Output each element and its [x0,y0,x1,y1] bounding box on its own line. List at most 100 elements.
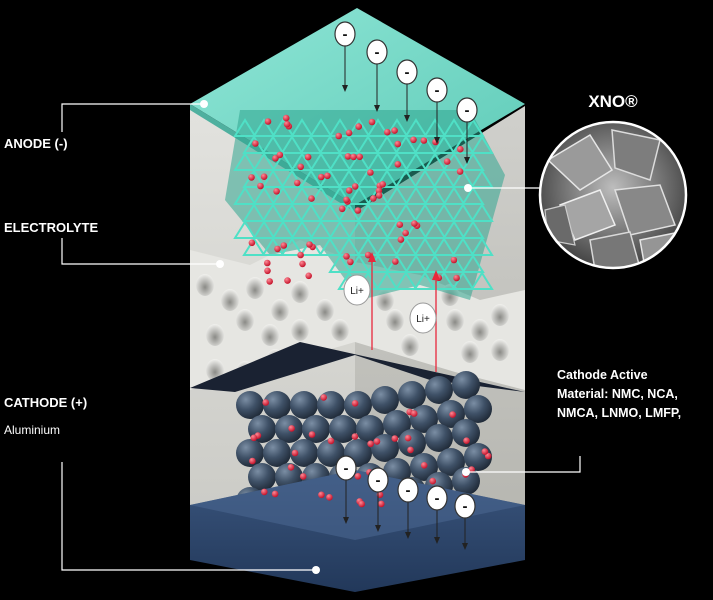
electrolyte-pore [271,299,289,321]
lattice-cell [299,237,323,256]
electrolyte-pore [291,319,309,341]
lattice-cell [318,135,342,154]
electron: - [335,455,357,524]
lattice-cell [385,152,409,171]
lattice-cell [299,203,323,222]
lattice-cell [337,203,361,222]
lithium-ion [274,245,281,253]
cathode-active-line-2: Material: NMC, NCA, [557,387,678,401]
lithium-ion [375,192,383,199]
cathode-particle [263,439,291,467]
lattice-cell [413,135,437,154]
lithium-ion [335,132,343,140]
lattice-cell [432,169,456,188]
lattice-cell [404,254,428,273]
lithium-ion [288,425,295,432]
lithium-ion [343,252,350,260]
lattice-cell [451,237,475,256]
lattice-cell [375,203,399,222]
xno-micrograph [538,120,688,270]
electrolyte-pore [291,281,309,303]
leader-lines [61,100,581,574]
electrolyte-pore [236,309,254,331]
cathode-particle [452,467,480,495]
lithium-ion [317,173,325,181]
lithium-ion [287,464,295,471]
lattice-cell [442,118,466,137]
lattice-cell [470,203,494,222]
lithium-ion [327,437,335,445]
lattice-cell [261,169,285,188]
lithium-ion [402,229,409,237]
lithium-ion [368,118,376,126]
lithium-ion [250,434,258,442]
electrolyte-pore [491,304,509,326]
electron: - [454,493,476,550]
lithium-ion [273,188,280,195]
lattice-cell [442,186,466,205]
lattice-cell [290,220,314,239]
lattice-cell [366,220,390,239]
lattice-cell [347,152,371,171]
lithium-ion [481,448,489,455]
cathode-particle [302,415,330,443]
lattice-cell [356,203,380,222]
lithium-ion [351,183,359,190]
lithium-ion [468,466,475,473]
lithium-ion [453,274,460,282]
lithium-ion [370,195,377,202]
lithium-ion [347,258,354,266]
cathode-active-line-1: Cathode Active [557,368,648,382]
electrolyte-pore [331,319,349,341]
lattice-cell [394,169,418,188]
lattice-cell [432,237,456,256]
lithium-ion [463,437,470,445]
electron: - [367,467,389,532]
anode-label: ANODE (-) [4,136,68,151]
lattice-cell [394,271,418,290]
lithium-ion [396,221,404,228]
lattice-cell [394,203,418,222]
electron-sign: - [463,498,468,515]
lattice-cell [375,237,399,256]
lithium-ion [280,242,288,249]
lattice-cell [375,169,399,188]
electron-sign: - [435,490,440,507]
lattice-cell [280,135,304,154]
electron: - [426,77,448,144]
electron-sign: - [344,460,349,477]
electron-sign: - [343,26,348,43]
lithium-ion [299,260,306,268]
electron-sign: - [376,472,381,489]
lithium-ion [373,438,381,445]
lithium-ion [297,163,305,171]
lithium-ion [429,477,437,485]
electron-sign: - [465,102,470,119]
lithium-ion [308,431,316,438]
lattice-cell [290,118,314,137]
lithium-ion [378,500,385,508]
cathode-particle [248,463,276,491]
lattice-cell [356,169,380,188]
lattice-cell [461,186,485,205]
lattice-cell [318,169,342,188]
lattice-cell [470,169,494,188]
lattice-cell [394,237,418,256]
lattice-cell [252,186,276,205]
lithium-ion [420,462,428,469]
lithium-ion [367,169,374,176]
lithium-ion [248,174,255,181]
electrolyte-layer [190,240,525,390]
cathode-particle [398,429,426,457]
cathode-electrons: ----- [335,455,476,550]
cathode-particle [452,371,480,399]
lattice-cell [366,254,390,273]
lithium-ion [308,195,315,202]
electrolyte-pore [446,309,464,331]
lattice-cell [309,152,333,171]
lattice-cell [328,152,352,171]
lithium-ion [367,440,374,448]
lattice-cell [375,135,399,154]
electrolyte-pore [386,309,404,331]
